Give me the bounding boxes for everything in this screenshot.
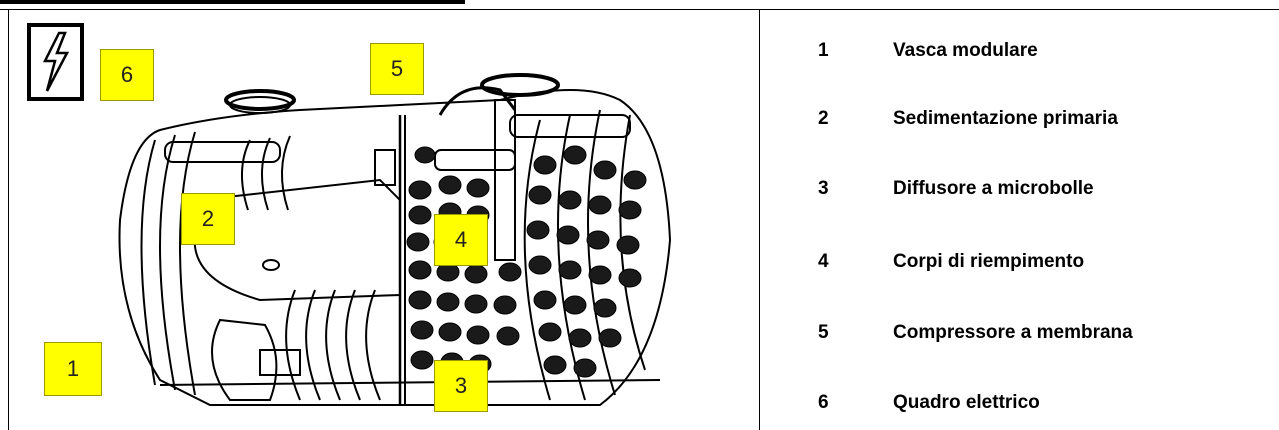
electrical-panel-symbol: [27, 23, 84, 101]
legend-label: Quadro elettrico: [893, 392, 1040, 414]
callout-4: 4: [434, 214, 488, 266]
legend-item: 2 Sedimentazione primaria: [818, 106, 1118, 132]
legend-label: Diffusore a microbolle: [893, 178, 1094, 200]
legend-item: 3 Diffusore a microbolle: [818, 176, 1094, 202]
legend-label: Sedimentazione primaria: [893, 108, 1118, 130]
legend-label: Corpi di riempimento: [893, 251, 1084, 273]
legend-label: Vasca modulare: [893, 40, 1038, 62]
legend-number: 2: [818, 108, 893, 130]
callout-2: 2: [181, 193, 235, 245]
frame-left-border: [8, 10, 9, 430]
header-cut-line: [0, 0, 465, 4]
legend-number: 3: [818, 178, 893, 200]
legend-item: 6 Quadro elettrico: [818, 390, 1040, 416]
legend-item: 1 Vasca modulare: [818, 38, 1038, 64]
callout-1: 1: [44, 342, 102, 396]
legend-number: 4: [818, 251, 893, 273]
header-rule: [0, 9, 1279, 10]
legend-label: Compressore a membrana: [893, 322, 1133, 344]
lightning-bolt-icon: [31, 27, 80, 97]
callout-6: 6: [100, 49, 154, 101]
legend-number: 1: [818, 40, 893, 62]
legend-number: 6: [818, 392, 893, 414]
legend-number: 5: [818, 322, 893, 344]
frame-right-border: [759, 10, 760, 430]
legend-item: 4 Corpi di riempimento: [818, 249, 1084, 275]
callout-3: 3: [434, 360, 488, 412]
callout-5: 5: [370, 43, 424, 95]
legend-item: 5 Compressore a membrana: [818, 320, 1133, 346]
